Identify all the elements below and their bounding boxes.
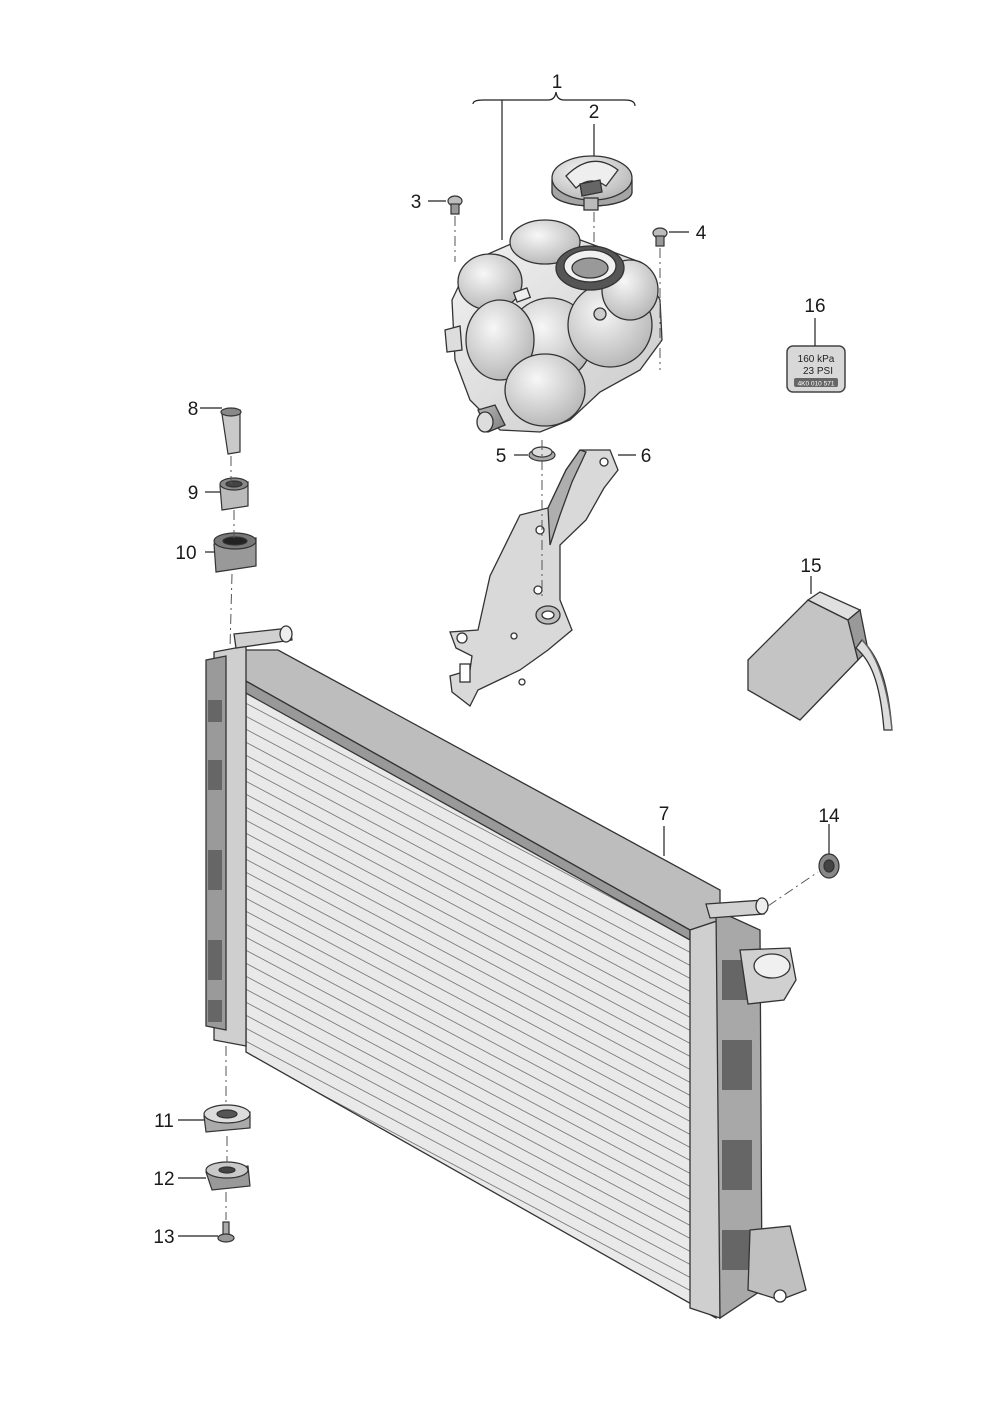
callout-14: 14 <box>818 806 840 827</box>
callout-16: 16 <box>804 296 825 317</box>
callout-6: 6 <box>641 446 652 467</box>
bracket <box>449 449 619 707</box>
callout-3: 3 <box>411 192 422 213</box>
label-plate: 160 kPa 23 PSI 4K0 010 571 <box>786 345 846 393</box>
callout-2: 2 <box>589 102 600 123</box>
label-plate-part-number: 4K0 010 571 <box>798 381 835 388</box>
callouts: 1 2 3 4 5 6 7 8 9 10 11 12 13 14 15 16 <box>153 72 840 1248</box>
callout-4: 4 <box>696 223 707 244</box>
label-plate-line1: 160 kPa <box>798 354 835 365</box>
leader-lines <box>178 91 830 1237</box>
callout-1: 1 <box>552 72 563 93</box>
expansion-tank <box>444 219 663 433</box>
radiator <box>205 625 807 1320</box>
sleeve-8 <box>220 407 242 455</box>
filler-cap <box>551 155 633 211</box>
screw-13 <box>217 1221 235 1243</box>
grommet-10 <box>213 532 257 573</box>
callout-10: 10 <box>175 543 196 564</box>
control-unit-15 <box>747 591 893 731</box>
callout-7: 7 <box>659 804 670 825</box>
callout-11: 11 <box>154 1111 174 1132</box>
screw-4 <box>652 227 668 247</box>
callout-5: 5 <box>496 446 507 467</box>
rubber-mount-11 <box>203 1104 251 1133</box>
bearing-12 <box>205 1161 251 1191</box>
callout-12: 12 <box>153 1169 174 1190</box>
screw-3 <box>447 195 463 215</box>
callout-13: 13 <box>153 1227 174 1248</box>
label-plate-line2: 23 PSI <box>803 366 833 377</box>
assembly-lines <box>225 212 819 1220</box>
callout-15: 15 <box>800 556 821 577</box>
grommet-9 <box>219 477 249 511</box>
callout-8: 8 <box>188 399 199 420</box>
plug-14 <box>818 853 840 879</box>
callout-9: 9 <box>188 483 199 504</box>
